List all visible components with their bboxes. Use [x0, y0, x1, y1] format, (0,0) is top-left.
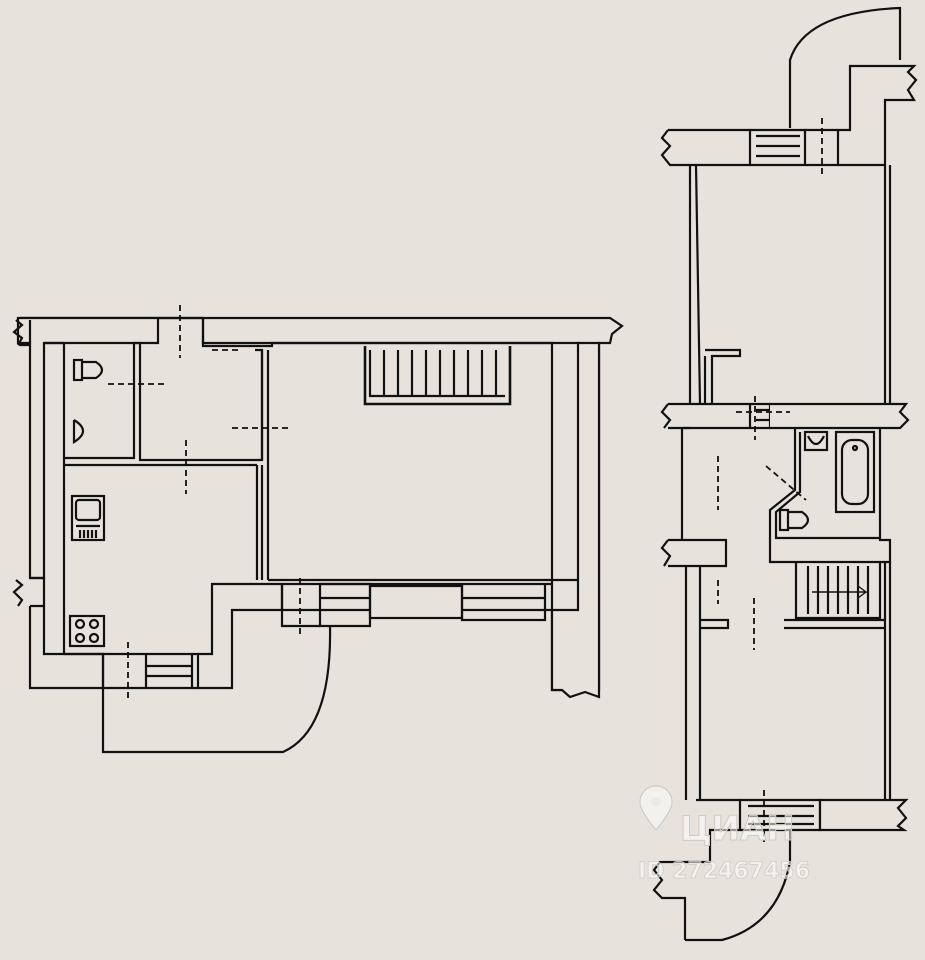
kitchen-sink-icon	[70, 494, 106, 542]
right-top-balcony	[788, 6, 902, 128]
left-top-wall	[20, 316, 624, 692]
toilet-icon	[778, 508, 810, 532]
washbasin-icon	[803, 430, 829, 452]
living-room-window-left	[318, 582, 372, 628]
door-marks	[717, 118, 823, 842]
right-bottom-window	[748, 804, 814, 826]
living-room-window-right	[460, 584, 547, 622]
right-bottom-balcony	[685, 830, 792, 942]
stove-icon	[68, 614, 106, 648]
kitchen-window	[144, 654, 194, 688]
right-top-wall	[660, 128, 752, 167]
living-room-radiator-panel	[368, 584, 464, 620]
staircase	[363, 346, 512, 406]
staircase	[794, 562, 882, 620]
washbasin-icon	[72, 419, 85, 444]
left-balcony	[101, 625, 332, 754]
door-marks	[108, 305, 301, 702]
right-top-window	[756, 134, 800, 158]
watermark-brand: ЦИАН	[680, 809, 795, 849]
right-middle-wall	[660, 402, 752, 430]
watermark: ЦИАН ID 272467456	[638, 785, 810, 884]
left-right-wall	[550, 341, 601, 699]
bathtub-icon	[834, 430, 876, 514]
left-floor-plan	[12, 305, 624, 754]
watermark-id: ID 272467456	[638, 859, 810, 884]
right-bottom-wall	[652, 798, 742, 940]
bathroom-walls	[768, 428, 892, 564]
right-lower-wall	[660, 538, 728, 568]
location-pin-icon	[639, 785, 673, 831]
right-floor-plan	[652, 6, 918, 942]
toilet-icon	[72, 358, 104, 382]
